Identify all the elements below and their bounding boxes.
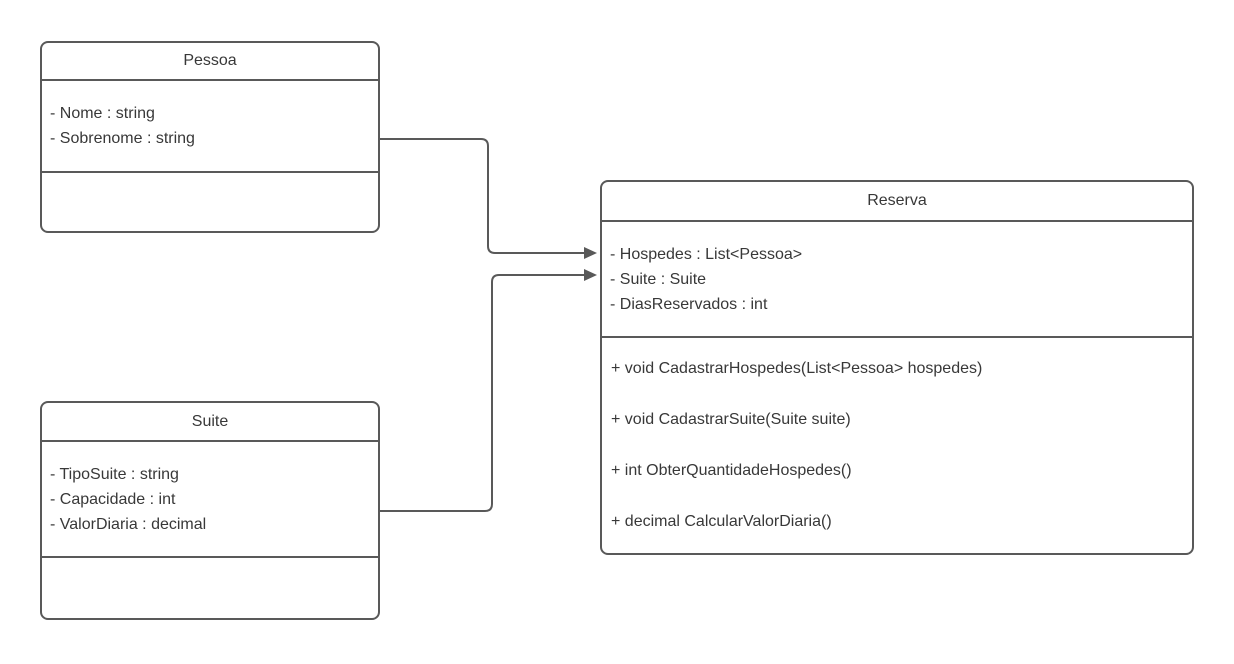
class-suite-empty-compartment xyxy=(42,558,378,618)
class-suite-attributes: - TipoSuite : string - Capacidade : int - … xyxy=(42,442,378,558)
method-row: + int ObterQuantidadeHospedes() xyxy=(611,462,852,479)
attribute-row: - Capacidade : int xyxy=(50,490,176,508)
attribute-row: - TipoSuite : string xyxy=(50,465,179,483)
attribute-row: - Suite : Suite xyxy=(610,270,707,288)
method-row: + void CadastrarSuite(Suite suite) xyxy=(611,411,851,428)
attribute-row: - ValorDiaria : decimal xyxy=(50,515,207,533)
class-reserva-attributes: - Hospedes : List<Pessoa> - Suite : Suite… xyxy=(602,222,1192,338)
connector-pessoa-to-reserva xyxy=(380,138,597,259)
class-pessoa-empty-compartment xyxy=(42,173,378,231)
class-pessoa-attributes: - Nome : string - Sobrenome : string xyxy=(42,81,378,173)
class-suite: Suite - TipoSuite : string - Capacidade :… xyxy=(40,401,380,620)
attribute-row: - Hospedes : List<Pessoa> xyxy=(610,245,803,263)
class-suite-title: Suite xyxy=(42,403,378,442)
class-reserva-title: Reserva xyxy=(602,182,1192,222)
class-reserva-methods: + void CadastrarHospedes(List<Pessoa> ho… xyxy=(602,338,1192,553)
attribute-row: - Sobrenome : string xyxy=(50,130,195,147)
attribute-row: - Nome : string xyxy=(50,105,155,122)
attribute-row: - DiasReservados : int xyxy=(610,295,768,313)
class-reserva: Reserva - Hospedes : List<Pessoa> - Suite… xyxy=(600,180,1194,555)
class-pessoa-title: Pessoa xyxy=(42,43,378,81)
method-row: + void CadastrarHospedes(List<Pessoa> ho… xyxy=(611,360,983,377)
class-pessoa: Pessoa - Nome : string - Sobrenome : stri… xyxy=(40,41,380,233)
method-row: + decimal CalcularValorDiaria() xyxy=(611,513,832,530)
connector-suite-to-reserva xyxy=(380,269,597,512)
